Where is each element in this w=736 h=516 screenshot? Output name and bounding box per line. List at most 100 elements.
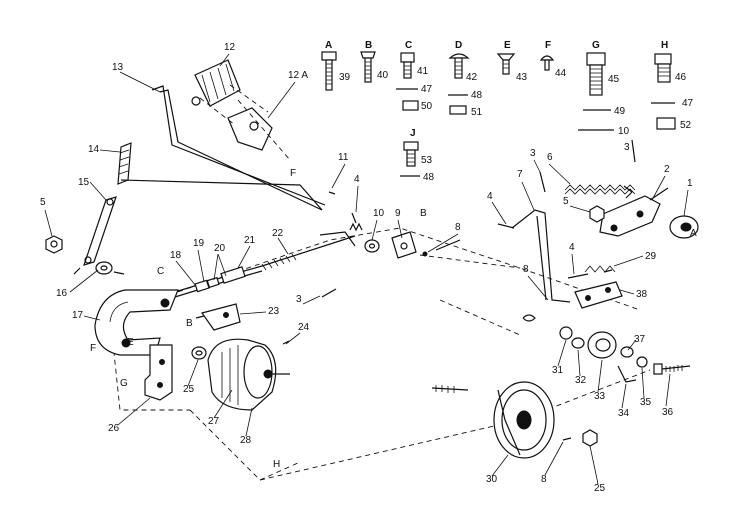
pin-icon bbox=[631, 139, 636, 163]
l-pin-icon bbox=[617, 365, 637, 383]
hardware-letter-h: H bbox=[661, 40, 668, 51]
flat-head-screw-e-icon bbox=[496, 53, 516, 75]
callout-8-right: 8 bbox=[523, 264, 529, 275]
washer-icon bbox=[636, 356, 648, 368]
callout-22: 22 bbox=[272, 228, 284, 239]
callout-34: 34 bbox=[618, 408, 630, 419]
hardware-letter-g: G bbox=[592, 40, 600, 51]
deck-outline bbox=[109, 227, 651, 481]
control-rod-line bbox=[120, 179, 323, 211]
callout-1: 1 bbox=[687, 178, 693, 189]
washer-icon bbox=[191, 346, 207, 360]
drive-rod bbox=[511, 209, 571, 303]
letter-g: G bbox=[120, 378, 128, 389]
label-53: 53 bbox=[421, 155, 433, 166]
callout-9: 9 bbox=[395, 208, 401, 219]
hex-nut-icon bbox=[582, 429, 598, 447]
hardware-number-42: 42 bbox=[466, 72, 478, 83]
shaft-collar bbox=[364, 231, 461, 259]
callout-8: 8 bbox=[455, 222, 461, 233]
callout-4-mid: 4 bbox=[487, 191, 493, 202]
axle-thread-icon bbox=[435, 385, 455, 393]
hex-bolt-h-icon bbox=[654, 53, 672, 83]
hex-nut-icon bbox=[589, 205, 605, 223]
letter-f-left: F bbox=[90, 343, 96, 354]
throttle-cable bbox=[174, 231, 356, 298]
callout-38: 38 bbox=[636, 289, 648, 300]
callout-2: 2 bbox=[664, 164, 670, 175]
callout-32: 32 bbox=[575, 375, 587, 386]
mounting-bracket bbox=[144, 344, 173, 401]
hardware-letter-c: C bbox=[405, 40, 412, 51]
bolt-icon bbox=[653, 363, 691, 375]
callout-24: 24 bbox=[298, 322, 310, 333]
callout-3-right: 3 bbox=[530, 148, 536, 159]
nut-icon bbox=[402, 100, 419, 111]
callout-11: 11 bbox=[338, 152, 349, 163]
pin-icon bbox=[567, 273, 589, 279]
nut-icon bbox=[449, 105, 467, 115]
callout-33: 33 bbox=[594, 391, 606, 402]
label-47b: 47 bbox=[682, 98, 694, 109]
engine-motor bbox=[207, 338, 290, 411]
hardware-letter-a: A bbox=[325, 40, 332, 51]
idler-pulley bbox=[559, 326, 634, 359]
callout-28: 28 bbox=[240, 435, 252, 446]
carriage-bolt-d-icon bbox=[448, 53, 470, 79]
bolt-j-icon bbox=[403, 141, 419, 167]
label-48b: 48 bbox=[423, 172, 435, 183]
handle-grip bbox=[117, 142, 132, 185]
pin-icon bbox=[522, 314, 536, 322]
hardware-key: A 39 B 40 C 41 D 42 bbox=[321, 40, 694, 183]
label-47: 47 bbox=[421, 84, 433, 95]
hardware-number-40: 40 bbox=[377, 70, 389, 81]
callout-4-right: 4 bbox=[569, 242, 575, 253]
cable-clamp bbox=[195, 303, 241, 331]
bolt-b-icon bbox=[360, 51, 376, 83]
extension-spring bbox=[564, 184, 636, 195]
callout-36: 36 bbox=[662, 407, 674, 418]
label-51: 51 bbox=[471, 107, 483, 118]
callout-35: 35 bbox=[640, 397, 652, 408]
letter-c: C bbox=[157, 266, 164, 277]
hardware-number-45: 45 bbox=[608, 74, 620, 85]
control-knob-icon bbox=[194, 59, 241, 107]
letter-h: H bbox=[273, 459, 280, 470]
hardware-letter-f: F bbox=[545, 40, 551, 51]
label-j: J bbox=[410, 128, 416, 139]
label-52: 52 bbox=[680, 120, 692, 131]
callout-18: 18 bbox=[170, 250, 182, 261]
callout-7: 7 bbox=[517, 169, 523, 180]
callout-20: 20 bbox=[214, 243, 226, 254]
pin-icon bbox=[539, 171, 546, 193]
callout-21: 21 bbox=[244, 235, 256, 246]
callout-26: 26 bbox=[108, 423, 120, 434]
callout-10: 10 bbox=[373, 208, 385, 219]
label-48: 48 bbox=[471, 90, 483, 101]
callout-15: 15 bbox=[78, 177, 90, 188]
nut-icon bbox=[656, 117, 676, 130]
callout-6: 6 bbox=[547, 152, 553, 163]
callout-labels: 12 12 A 13 14 15 5 16 17 18 19 20 21 22 … bbox=[40, 42, 697, 494]
bolt-a-icon bbox=[321, 51, 337, 91]
callout-19: 19 bbox=[193, 238, 205, 249]
letter-e: E bbox=[127, 337, 134, 348]
callout-37: 37 bbox=[634, 334, 646, 345]
clip-icon bbox=[328, 191, 336, 195]
hardware-number-39: 39 bbox=[339, 72, 351, 83]
hardware-number-41: 41 bbox=[417, 66, 429, 77]
wheel bbox=[493, 381, 555, 459]
callout-13: 13 bbox=[112, 62, 124, 73]
leader-lines bbox=[44, 53, 689, 485]
hex-nut-icon bbox=[45, 235, 63, 254]
callout-27: 27 bbox=[208, 416, 220, 427]
label-50: 50 bbox=[421, 101, 433, 112]
bracket-icon bbox=[227, 107, 273, 151]
callout-17: 17 bbox=[72, 310, 84, 321]
control-lever bbox=[599, 187, 669, 237]
control-lever-assembly bbox=[151, 59, 326, 211]
letter-a-right: A bbox=[690, 228, 697, 239]
hardware-letter-b: B bbox=[365, 40, 372, 51]
